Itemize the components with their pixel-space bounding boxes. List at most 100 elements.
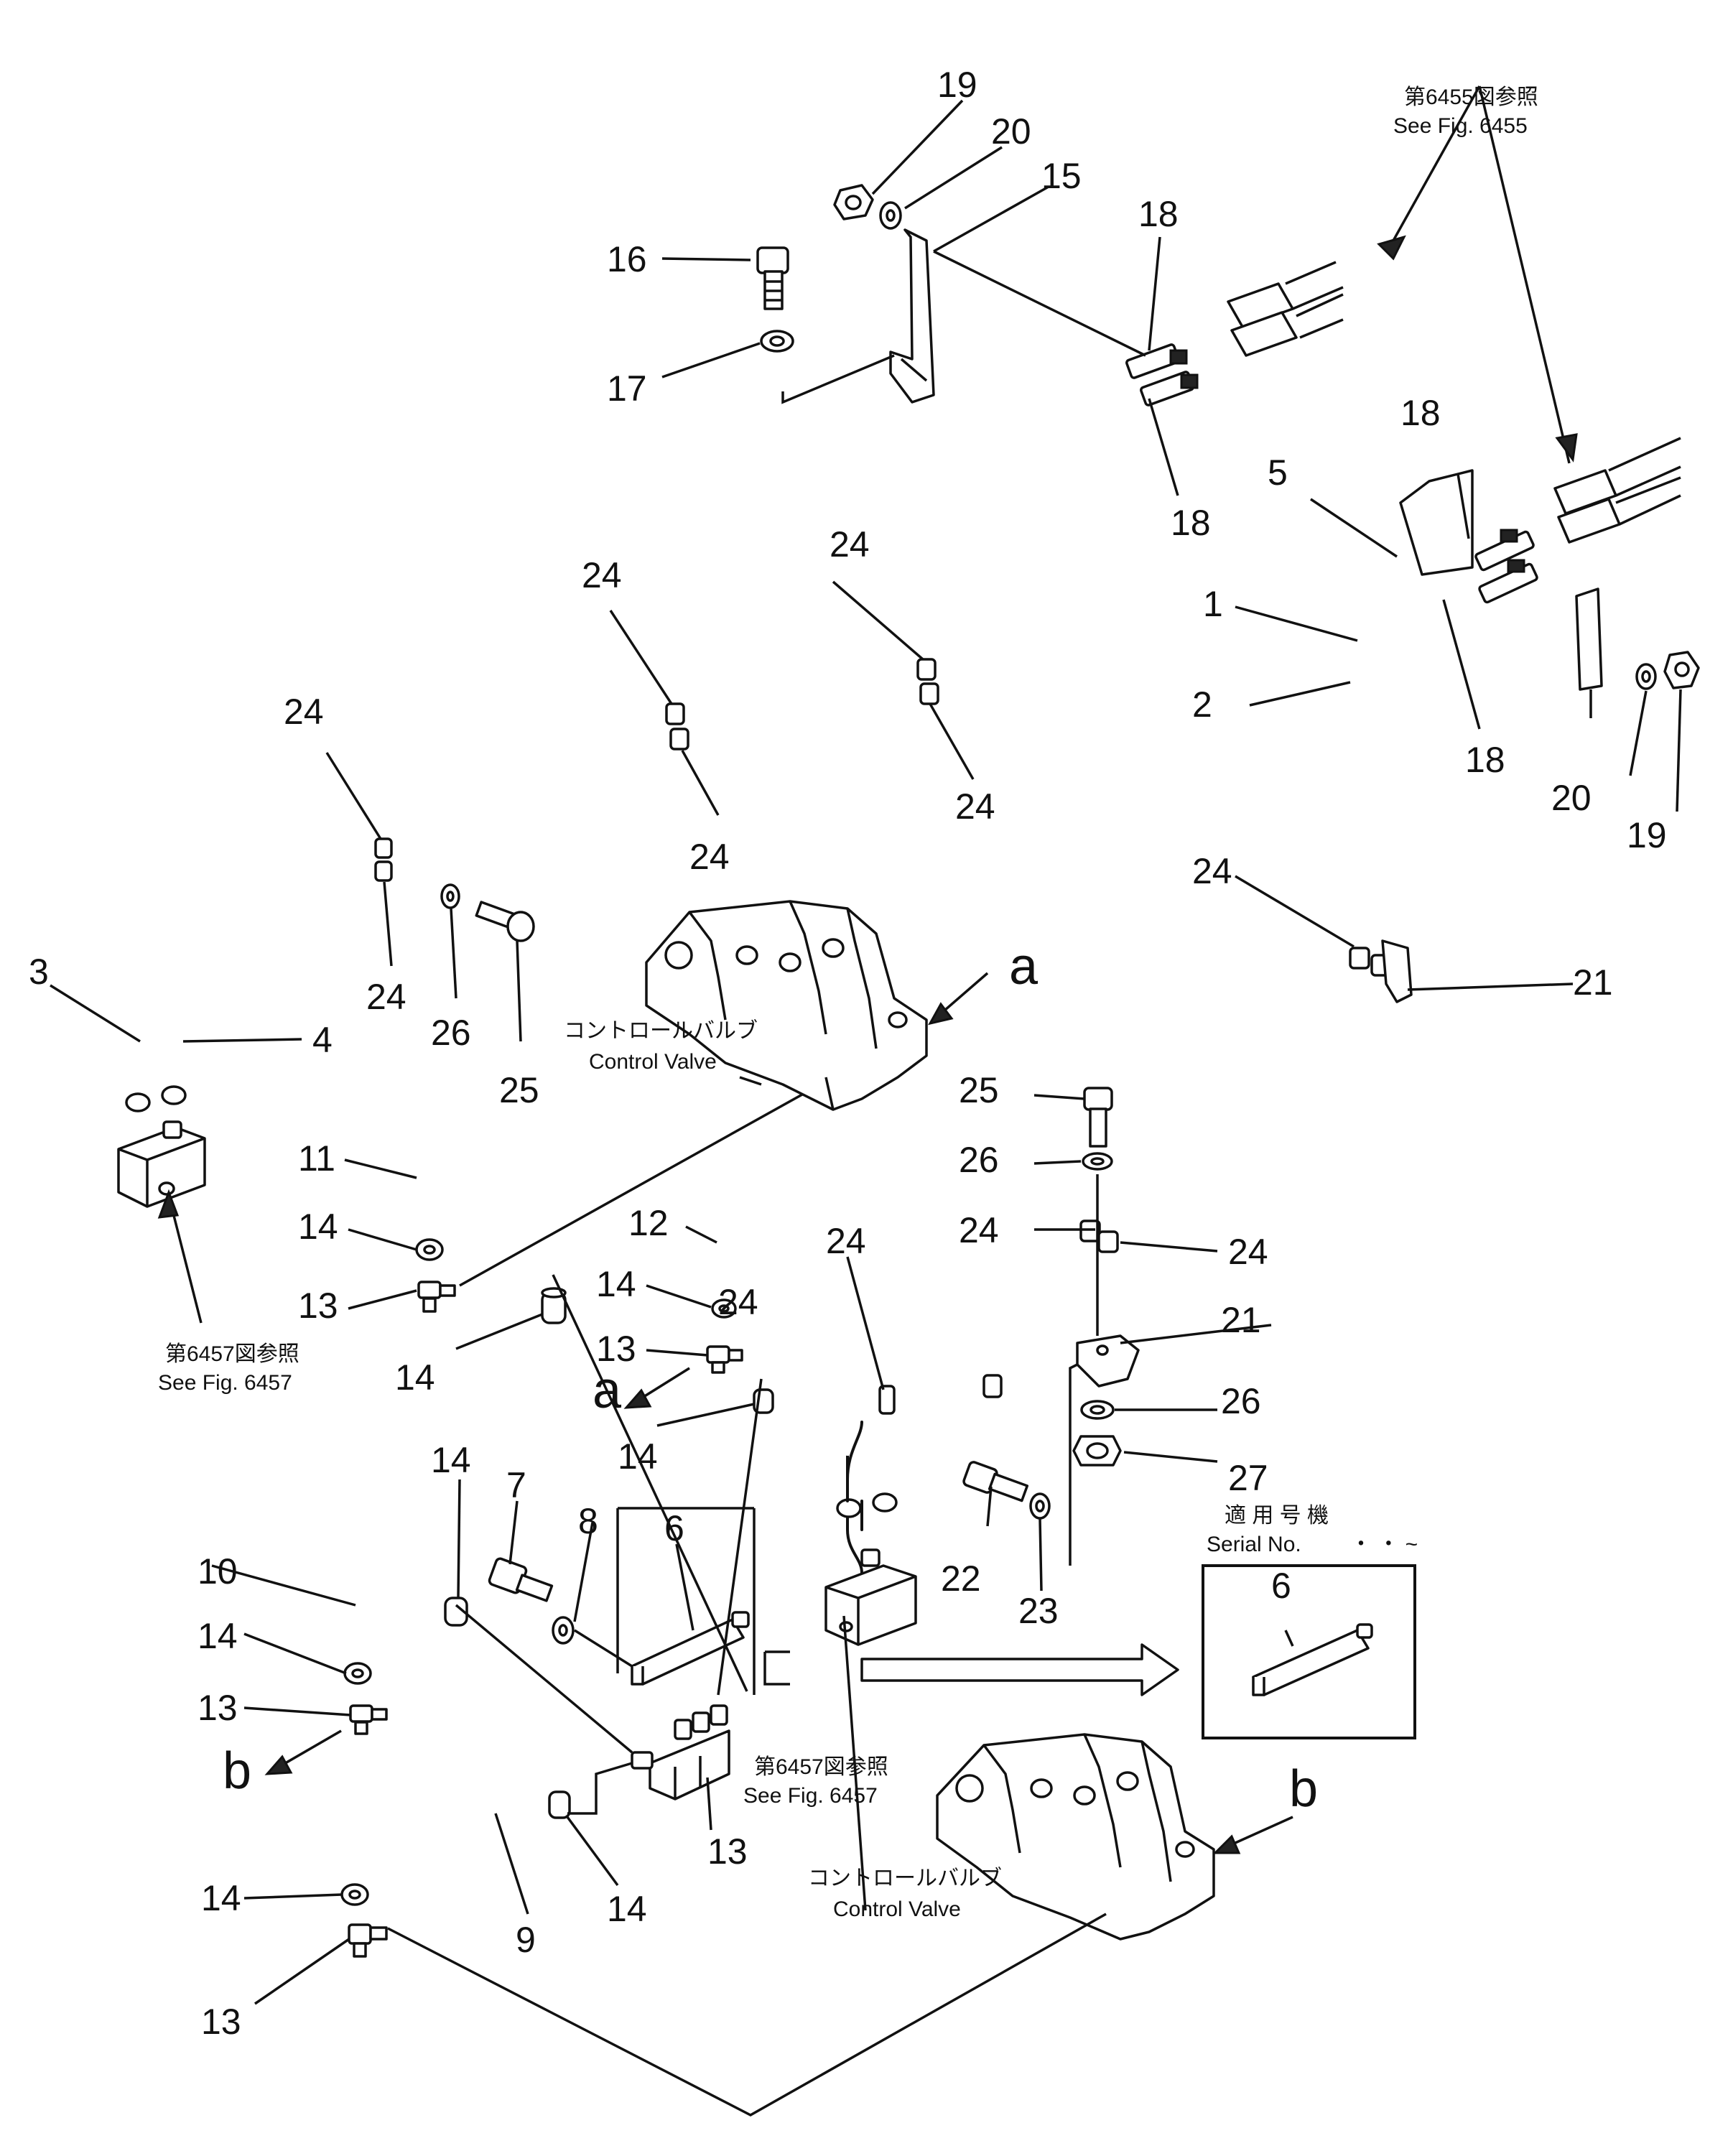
callout-18: 18 (1171, 503, 1211, 543)
washer-23 (1029, 1492, 1051, 1520)
fitting-18-right (1399, 469, 1538, 604)
valve-block-right (824, 1421, 917, 1646)
valve-block-left (117, 1085, 206, 1208)
note-serial-jp: 適 用 号 機 (1225, 1504, 1329, 1528)
control-valve-upper (645, 900, 928, 1111)
callout-22: 22 (941, 1558, 981, 1599)
block-6 (631, 1611, 750, 1686)
callout-4: 4 (312, 1020, 333, 1060)
view-markers: a a b b (223, 938, 1318, 1818)
callouts: 19 20 15 16 17 18 18 18 18 5 1 2 20 19 2… (29, 65, 1667, 2042)
pipe-line-left-route (139, 361, 1161, 1104)
block-6-bracket-lines (616, 1507, 756, 1695)
callout-17: 17 (607, 368, 647, 409)
note-control-valve-jp: コントロールバルブ (808, 1867, 1002, 1890)
callout-20: 20 (1551, 778, 1592, 818)
callout-8: 8 (578, 1501, 598, 1541)
callout-24: 24 (366, 977, 406, 1017)
block-6-serial (1252, 1623, 1373, 1696)
callout-13: 13 (198, 1688, 238, 1728)
callout-21: 21 (1221, 1300, 1261, 1340)
callout-24: 24 (718, 1282, 758, 1322)
bracket-21-upper (1381, 939, 1413, 1003)
callout-24: 24 (1192, 851, 1232, 891)
hose-end-6455-right (1553, 437, 1681, 544)
callout-24: 24 (830, 524, 870, 564)
fitting-14-g (548, 1790, 571, 1819)
callout-24: 24 (582, 555, 622, 595)
callout-18: 18 (1400, 393, 1441, 433)
note-see-fig-6457-jp: 第6457図参照 (754, 1755, 888, 1779)
clamps-24 (374, 658, 1392, 1415)
callout-15: 15 (1041, 156, 1082, 196)
hose-end-6455-top (1227, 261, 1344, 357)
callout-14: 14 (431, 1440, 471, 1480)
note-control-valve-en: Control Valve (833, 1897, 961, 1921)
manifold-13 (631, 1704, 730, 1800)
callout-11: 11 (298, 1138, 335, 1179)
callout-6: 6 (1271, 1566, 1291, 1606)
leader-cv-to-13 (459, 1076, 834, 1287)
callout-12: 12 (628, 1203, 669, 1243)
bolt-25-left (475, 901, 535, 942)
callout-25: 25 (959, 1070, 999, 1110)
callout-24: 24 (955, 786, 995, 827)
callout-14: 14 (618, 1436, 658, 1477)
callout-18: 18 (1465, 740, 1505, 780)
callout-24: 24 (959, 1210, 999, 1250)
callout-24: 24 (689, 837, 730, 877)
tube-9 (361, 1801, 544, 1887)
serial-box (1202, 1564, 1416, 1739)
callout-13: 13 (707, 1831, 748, 1872)
fitting-14-h (340, 1883, 369, 1906)
bolt-16 (756, 246, 789, 310)
callout-13: 13 (201, 2002, 241, 2042)
callout-24: 24 (1228, 1232, 1268, 1272)
washer-26-lower (1080, 1400, 1115, 1420)
note-see-fig-6455-en: See Fig. 6455 (1393, 114, 1528, 138)
callout-16: 16 (607, 239, 647, 279)
callout-1: 1 (1203, 584, 1223, 624)
callout-13: 13 (298, 1286, 338, 1326)
bracket-15 (889, 228, 935, 404)
fitting-18-top (1125, 343, 1199, 406)
callout-26: 26 (431, 1013, 471, 1053)
callout-23: 23 (1018, 1591, 1059, 1631)
washer-8 (552, 1616, 575, 1645)
callout-19: 19 (1627, 815, 1667, 855)
note-serial-en: Serial No. (1207, 1533, 1301, 1556)
callout-5: 5 (1268, 452, 1288, 493)
notes: 第6455図参照 See Fig. 6455 第6457図参照 See Fig.… (158, 85, 1538, 1921)
note-see-fig-6457-jp: 第6457図参照 (165, 1342, 299, 1366)
tube-11 (419, 1151, 558, 1283)
callout-10: 10 (198, 1551, 238, 1592)
callout-14: 14 (395, 1357, 435, 1398)
fitting-13-e (348, 1923, 388, 1958)
callout-21: 21 (1573, 962, 1613, 1003)
callout-14: 14 (596, 1264, 636, 1304)
view-marker-b: b (223, 1742, 251, 1800)
bolt-7 (488, 1557, 554, 1602)
callout-9: 9 (516, 1920, 536, 1960)
callout-14: 14 (198, 1616, 238, 1656)
bolt-25-right (1083, 1087, 1113, 1148)
washer-26-left (440, 883, 460, 909)
callout-26: 26 (959, 1140, 999, 1180)
big-arrow (763, 1643, 1179, 1696)
control-valve-lower (936, 1733, 1215, 1941)
callout-24: 24 (284, 692, 324, 732)
washer-17 (760, 330, 794, 353)
arrows (157, 235, 1578, 1854)
callout-27: 27 (1228, 1458, 1268, 1498)
tube-10 (354, 1568, 450, 1642)
callout-7: 7 (506, 1465, 526, 1505)
note-see-fig-6457-en: See Fig. 6457 (158, 1371, 292, 1395)
note-see-fig-6457-en: See Fig. 6457 (743, 1784, 878, 1808)
fitting-14-e (444, 1597, 468, 1627)
leader-lines (50, 85, 1682, 2116)
note-control-valve-en: Control Valve (589, 1050, 717, 1074)
nut-27 (1072, 1435, 1122, 1467)
fitting-14-a (415, 1238, 444, 1261)
